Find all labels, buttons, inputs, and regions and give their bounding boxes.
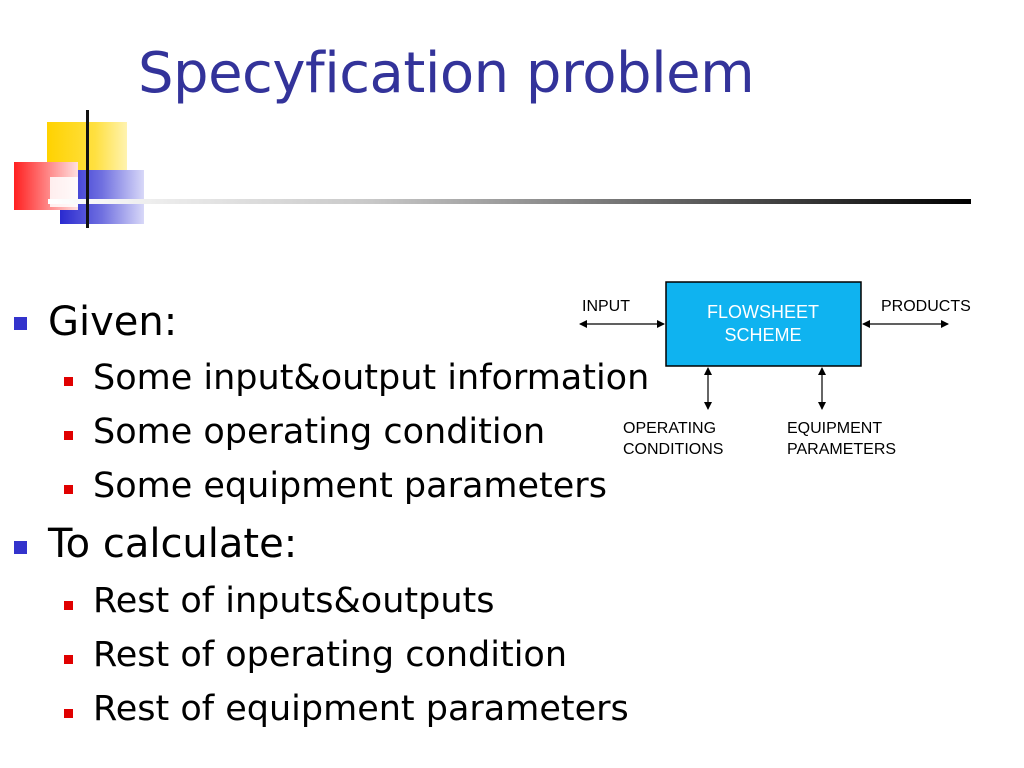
bullet-marker xyxy=(14,541,27,554)
equipment-label-line2: PARAMETERS xyxy=(787,441,896,458)
sub-bullet-item: Some equipment parameters xyxy=(93,466,607,506)
box-label-line1: FLOWSHEET xyxy=(707,302,819,322)
products-label: PRODUCTS xyxy=(881,298,971,315)
sub-bullet-marker xyxy=(64,431,73,440)
flowsheet-diagram: FLOWSHEET SCHEME INPUT PRODUCTS OPERATIN… xyxy=(579,281,971,458)
bullet-to-calculate: To calculate: xyxy=(48,521,298,567)
sub-bullet-marker xyxy=(64,601,73,610)
sub-bullet-item: Some input&output information xyxy=(93,358,650,398)
sub-bullet-marker xyxy=(64,709,73,718)
sub-bullet-item: Rest of inputs&outputs xyxy=(93,581,495,621)
bullet-given: Given: xyxy=(48,299,178,345)
equipment-label-line1: EQUIPMENT xyxy=(787,420,882,437)
box-label-line2: SCHEME xyxy=(724,325,801,345)
sub-bullet-item: Rest of equipment parameters xyxy=(93,689,629,729)
slide-title: Specyfication problem xyxy=(138,41,755,106)
sub-bullet-marker xyxy=(64,655,73,664)
flowsheet-box xyxy=(665,281,862,367)
sub-bullet-item: Some operating condition xyxy=(93,412,546,452)
operating-label-line1: OPERATING xyxy=(623,420,716,437)
operating-label-line2: CONDITIONS xyxy=(623,441,723,458)
title-rule xyxy=(48,199,971,204)
bullet-marker xyxy=(14,317,27,330)
input-label: INPUT xyxy=(582,298,630,315)
deco-vertical-line xyxy=(86,110,89,228)
sub-bullet-marker xyxy=(64,485,73,494)
sub-bullet-marker xyxy=(64,377,73,386)
title-decoration xyxy=(14,110,971,228)
sub-bullet-item: Rest of operating condition xyxy=(93,635,568,675)
